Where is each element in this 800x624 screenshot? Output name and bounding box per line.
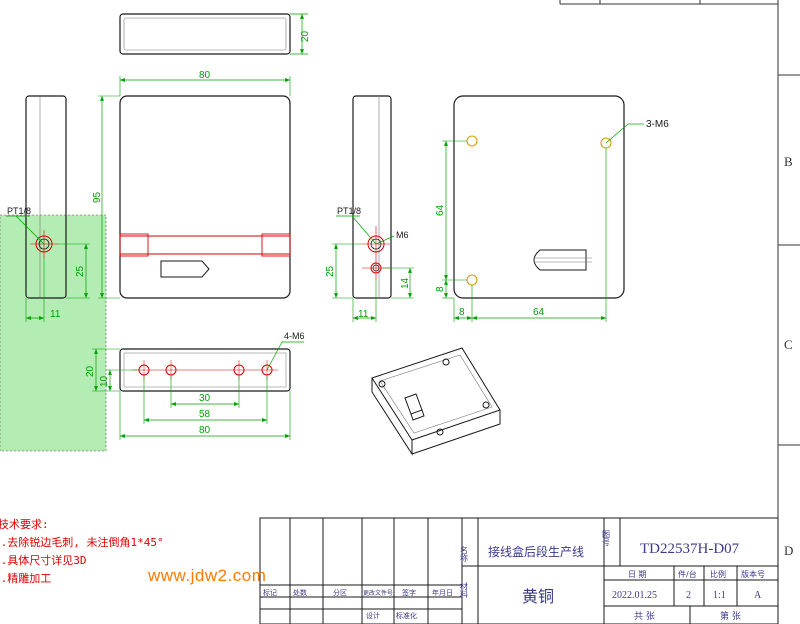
notes-item-1: 1.去除锐边毛刺, 未注倒角1*45° bbox=[0, 536, 164, 549]
title-row-zone: 分区 bbox=[333, 588, 347, 597]
zone-label-d: D bbox=[784, 543, 793, 558]
callout-back-holes: 3-M6 bbox=[646, 119, 669, 130]
title-row-change-doc: 更改文件号 bbox=[363, 589, 393, 597]
right-side-view bbox=[332, 95, 414, 322]
title-label-material: 材料 bbox=[460, 581, 469, 599]
dim-right-hole-offset: 11 bbox=[358, 309, 369, 320]
title-row-date: 年月日 bbox=[432, 588, 453, 597]
title-row-sign: 签字 bbox=[402, 588, 416, 597]
dim-bottom-spacing-mid: 58 bbox=[199, 409, 211, 420]
title-row-design: 设计 bbox=[366, 611, 380, 620]
title-row-count: 处数 bbox=[293, 588, 307, 597]
title-label-name: 名称 bbox=[460, 545, 469, 563]
notes-item-3: 3.精雕加工 bbox=[0, 572, 52, 585]
notes-item-2: 2.具体尺寸详见3D bbox=[0, 554, 87, 567]
back-view bbox=[442, 95, 644, 322]
dim-back-horizontal: 64 bbox=[533, 307, 545, 318]
callout-left-thread: PT1/8 bbox=[7, 206, 31, 216]
title-footer-a: 共 张 bbox=[634, 611, 655, 622]
dim-right-m6-height: 14 bbox=[400, 277, 411, 289]
title-row-mark: 标记 bbox=[263, 588, 277, 597]
dim-back-left: 8 bbox=[459, 307, 465, 318]
callout-bottom-holes: 4-M6 bbox=[284, 331, 305, 341]
dim-front-height: 95 bbox=[92, 191, 103, 203]
front-view bbox=[98, 76, 291, 299]
title-block-grid bbox=[259, 517, 779, 624]
title-header-scale: 比例 bbox=[710, 569, 726, 579]
bottom-view bbox=[92, 341, 304, 440]
title-footer-b: 第 张 bbox=[720, 610, 741, 622]
title-header-date: 日 期 bbox=[628, 570, 647, 579]
title-material: 黄铜 bbox=[522, 587, 554, 606]
notes-title: 技术要求: bbox=[0, 518, 49, 531]
callout-right-m6: M6 bbox=[396, 230, 409, 240]
title-header-version: 版本号 bbox=[741, 569, 765, 579]
sheet-border bbox=[559, 0, 800, 624]
zone-label-c: C bbox=[784, 337, 793, 352]
isometric-view bbox=[371, 347, 501, 456]
left-side-view bbox=[6, 95, 90, 322]
dim-top-height: 20 bbox=[300, 30, 311, 42]
dim-side-hole-offset: 11 bbox=[50, 309, 61, 320]
title-label-drawing-no: 图号 bbox=[602, 530, 611, 547]
dim-bottom-height-outer: 20 bbox=[85, 365, 96, 377]
dim-back-vertical: 64 bbox=[435, 204, 446, 216]
title-row-standard: 标准化 bbox=[396, 611, 417, 620]
zone-label-b: B bbox=[784, 154, 793, 169]
dim-back-bottom: 8 bbox=[435, 286, 446, 292]
top-view bbox=[119, 13, 308, 55]
title-drawing-no: TD22537H-D07 bbox=[640, 541, 740, 557]
title-date: 2022.01.25 bbox=[612, 590, 657, 601]
title-qty: 2 bbox=[686, 590, 691, 601]
title-header-qty: 件/台 bbox=[678, 569, 697, 579]
watermark: www.jdw2.com bbox=[148, 566, 267, 585]
dim-bottom-spacing-inner: 30 bbox=[199, 393, 211, 404]
callout-right-thread: PT1/8 bbox=[337, 206, 361, 216]
dim-bottom-width: 80 bbox=[199, 425, 211, 436]
dim-front-width: 80 bbox=[199, 70, 211, 81]
title-version: A bbox=[754, 590, 762, 601]
title-part-name: 接线盒后段生产线 bbox=[488, 544, 584, 559]
selection-highlight bbox=[0, 214, 107, 452]
title-scale: 1:1 bbox=[713, 590, 726, 601]
dim-bottom-height-inner: 10 bbox=[99, 375, 110, 387]
dim-side-hole-height: 25 bbox=[75, 265, 86, 277]
dim-right-hole-height: 25 bbox=[325, 265, 336, 277]
